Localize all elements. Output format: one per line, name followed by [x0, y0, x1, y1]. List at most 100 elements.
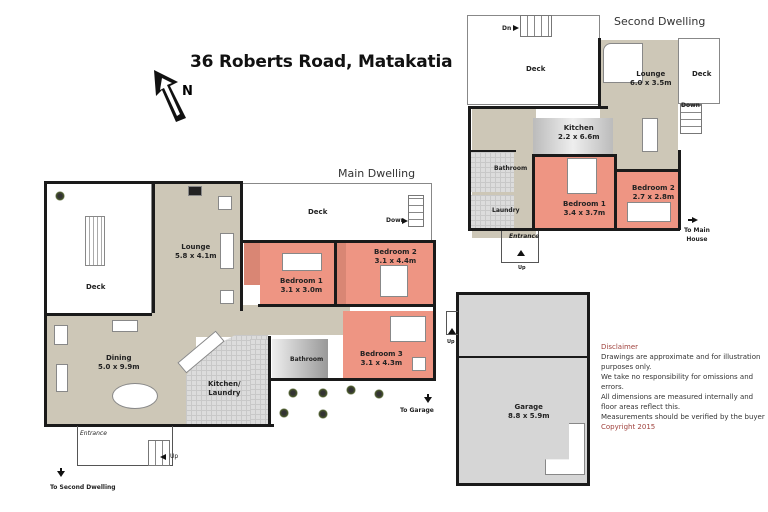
armchair [220, 290, 234, 304]
room-label-bedroom2: Bedroom 2 2.7 x 2.8m [632, 184, 675, 201]
to-second-dwelling-label: To Second Dwelling [50, 484, 116, 491]
armchair [412, 357, 426, 371]
wall [44, 181, 154, 184]
desk [54, 325, 68, 345]
north-arrow-icon [148, 66, 198, 126]
room-garage [458, 293, 588, 483]
plant-icon [288, 388, 298, 398]
bed [380, 265, 408, 297]
wall [532, 154, 535, 230]
wall [268, 378, 436, 381]
dining-table [642, 118, 658, 152]
wall [258, 304, 436, 307]
plant-icon [318, 388, 328, 398]
plant-icon [318, 409, 328, 419]
hallway [236, 305, 350, 335]
down-label: Down [681, 102, 700, 109]
entrance-label: Entrance [80, 430, 107, 437]
arrow-down-icon [57, 471, 65, 477]
arrow-right-icon [513, 25, 519, 31]
down-label: Down [386, 217, 405, 224]
sofa [220, 233, 234, 269]
wall [152, 181, 242, 184]
room-label-bedroom1: Bedroom 1 3.4 x 3.7m [563, 200, 606, 217]
entrance-label: Entrance [509, 233, 540, 240]
plant-icon [279, 408, 289, 418]
disclaimer-line: We take no responsibility for omissions … [601, 373, 754, 391]
room-kitchen [533, 118, 613, 156]
wall [678, 150, 681, 230]
wall [598, 38, 601, 108]
room-laundry [470, 195, 514, 228]
up-label: Up [170, 453, 179, 460]
to-garage-label: To Garage [400, 407, 434, 414]
room-label-bathroom: Bathroom [494, 165, 528, 172]
wall [458, 356, 588, 358]
wall [433, 240, 436, 380]
wall [44, 424, 274, 427]
garage-up-label: Up [447, 339, 455, 345]
wall [468, 228, 680, 231]
arrow-down-icon [424, 397, 432, 403]
wall [240, 181, 243, 311]
wall [456, 292, 459, 486]
room-label-lounge: Lounge 5.8 x 4.1m [175, 243, 217, 260]
room-bathroom [272, 339, 328, 379]
wall [614, 154, 617, 230]
entrance-landing [77, 426, 173, 466]
oval-table [112, 383, 158, 409]
wall [456, 292, 590, 295]
plant-icon [346, 385, 356, 395]
arrow-left-icon [160, 454, 166, 460]
armchair [218, 196, 232, 210]
wall [456, 483, 590, 486]
second-dwelling-title: Second Dwelling [614, 15, 706, 28]
disclaimer-line: Measurements should be verified by the b… [601, 413, 765, 421]
room-bathroom [470, 152, 514, 192]
room-label-bathroom: Bathroom [290, 356, 324, 363]
closet [336, 243, 346, 305]
wall [617, 169, 679, 172]
wall [468, 106, 471, 230]
disclaimer-line: Drawings are approximate and for illustr… [601, 353, 761, 371]
sofa [56, 364, 68, 392]
room-label-garage: Garage 8.8 x 5.9m [508, 403, 550, 420]
arrow-right-icon [402, 218, 408, 224]
room-label-dining: Dining 5.0 x 9.9m [98, 354, 140, 371]
bed [627, 202, 671, 222]
room-label-deck-right: Deck [692, 70, 712, 78]
plant-icon [55, 191, 65, 201]
deck-stairs [408, 195, 424, 227]
room-deck-right [678, 38, 720, 104]
room-label-bedroom3: Bedroom 3 3.1 x 4.3m [360, 350, 403, 367]
room-label-kitchen: Kitchen 2.2 x 6.6m [558, 124, 600, 141]
property-address-title: 36 Roberts Road, Matakatia [190, 52, 453, 72]
bed [567, 158, 597, 194]
to-main-house-label: To Main House [684, 227, 710, 243]
up-label: Up [518, 265, 526, 271]
room-label-laundry: Laundry [492, 207, 520, 214]
disclaimer: Disclaimer Drawings are approximate and … [601, 342, 766, 432]
room-dining-ext [150, 313, 236, 337]
main-dwelling-title: Main Dwelling [338, 167, 416, 180]
disclaimer-line: All dimensions are measured internally a… [601, 393, 754, 411]
wall [533, 154, 617, 157]
wall [587, 292, 590, 486]
deck-stairs [520, 15, 552, 37]
entrance-landing [501, 231, 539, 263]
arrow-up-icon [448, 328, 456, 334]
wall [334, 243, 337, 305]
arrow-down-icon [427, 394, 429, 398]
wall [468, 106, 608, 109]
room-label-lounge: Lounge 6.0 x 3.5m [630, 70, 672, 87]
side-door [446, 311, 458, 335]
room-label-deck-left: Deck [86, 283, 106, 291]
plant-icon [374, 389, 384, 399]
room-label-kitchen: Kitchen/ Laundry [208, 380, 241, 397]
bed [390, 316, 426, 342]
wall [152, 183, 155, 313]
room-label-bedroom2: Bedroom 2 3.1 x 4.4m [374, 248, 417, 265]
wall [268, 336, 271, 426]
arrow-down-icon [60, 468, 62, 472]
down-label: Dn [502, 25, 512, 32]
